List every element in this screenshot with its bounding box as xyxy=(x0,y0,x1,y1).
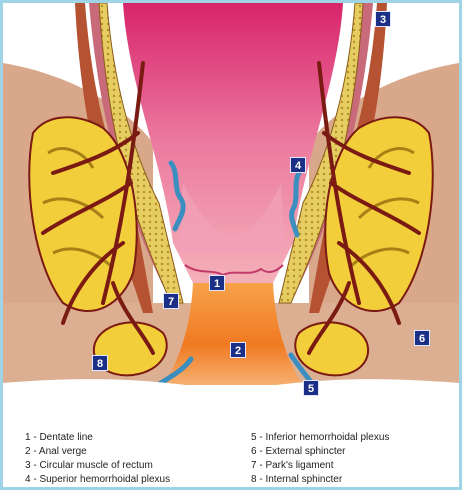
marker-5: 5 xyxy=(303,380,319,396)
legend-item: 7 - Park's ligament xyxy=(251,460,334,471)
legend-item: 8 - Internal sphincter xyxy=(251,474,343,485)
anal-canal-illustration xyxy=(3,3,459,413)
legend-item: 5 - Inferior hemorrhoidal plexus xyxy=(251,432,390,443)
marker-8: 8 xyxy=(92,355,108,371)
skin-surface xyxy=(3,379,459,413)
marker-2: 2 xyxy=(230,342,246,358)
marker-7: 7 xyxy=(163,293,179,309)
legend-right: 5 - Inferior hemorrhoidal plexus 6 - Ext… xyxy=(251,431,389,487)
marker-3: 3 xyxy=(375,11,391,27)
rectum-lumen xyxy=(123,3,343,283)
marker-1: 1 xyxy=(209,275,225,291)
circular-muscle-right xyxy=(278,3,364,304)
legend-item: 4 - Superior hemorrhoidal plexus xyxy=(25,474,171,485)
legend-item: 6 - External sphincter xyxy=(251,446,346,457)
external-sphincter-right xyxy=(324,116,434,313)
legend-item: 2 - Anal verge xyxy=(25,446,87,457)
marker-6: 6 xyxy=(414,330,430,346)
legend-item: 1 - Dentate line xyxy=(25,432,93,443)
anal-canal xyxy=(163,283,303,385)
superior-plexus-left xyxy=(168,160,186,232)
marker-4: 4 xyxy=(290,157,306,173)
superior-plexus-right xyxy=(289,170,302,238)
external-sphincter-left xyxy=(28,116,138,313)
legend-left: 1 - Dentate line 2 - Anal verge 3 - Circ… xyxy=(25,431,170,487)
rectal-fold xyxy=(179,183,285,253)
legend-item: 3 - Circular muscle of rectum xyxy=(25,460,153,471)
vessels-right xyxy=(307,61,421,355)
dentate-line xyxy=(184,264,284,277)
internal-sphincter-right xyxy=(294,321,370,377)
vessels-left xyxy=(41,61,155,355)
